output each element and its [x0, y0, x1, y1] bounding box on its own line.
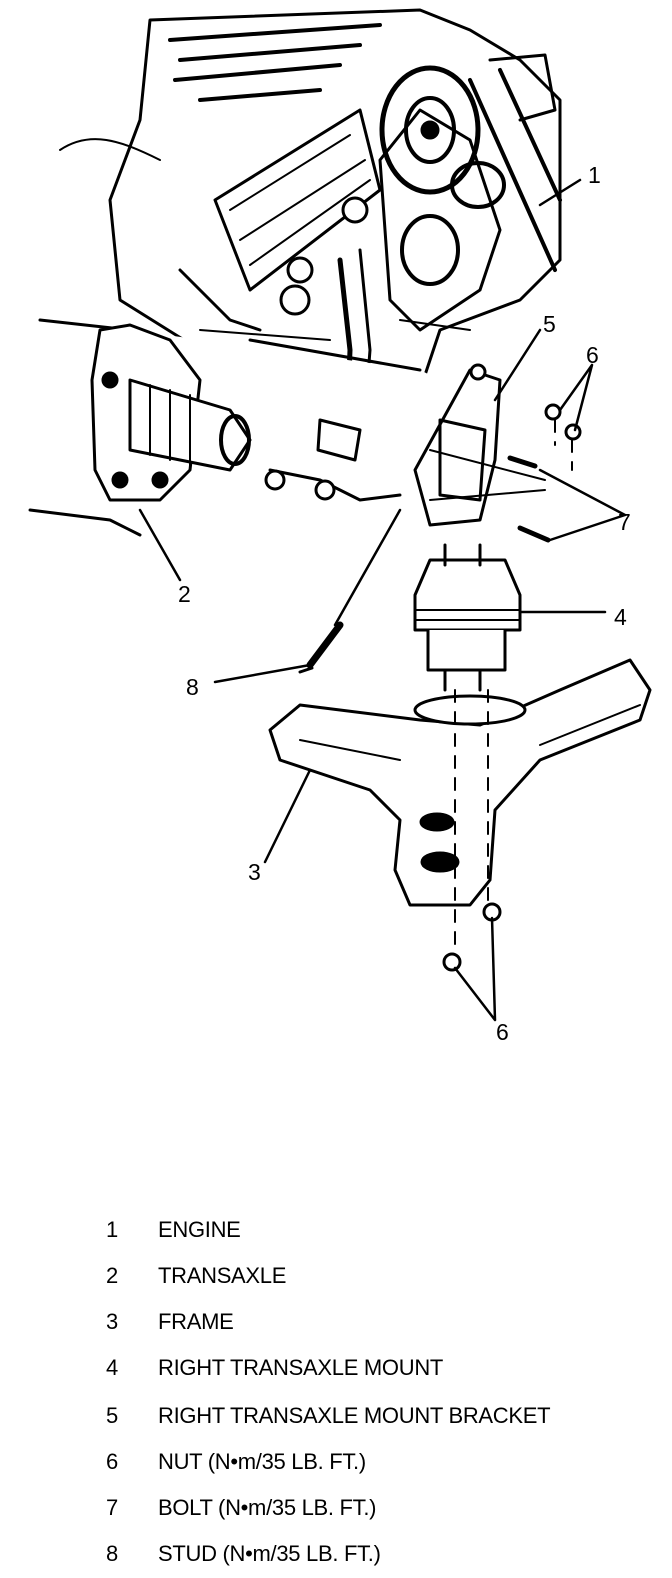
legend-number: 3: [106, 1309, 119, 1334]
legend-item: 4 RIGHT TRANSAXLE MOUNT: [0, 1353, 672, 1383]
frame-drawing: [268, 658, 652, 907]
legend-number: 2: [106, 1263, 119, 1288]
callout-nut-top: 6: [586, 342, 599, 368]
bolt-icon: [507, 455, 538, 469]
legend-label: FRAME: [158, 1309, 234, 1334]
legend-item: 7 BOLT (N•m/35 LB. FT.): [0, 1493, 672, 1523]
legend-label: ENGINE: [158, 1217, 241, 1242]
callout-bracket: 5: [543, 311, 556, 337]
nut-icon: [544, 403, 562, 421]
legend-item: 6 NUT (N•m/35 LB. FT.): [0, 1447, 672, 1477]
legend-number: 4: [106, 1355, 119, 1380]
legend-item: 2 TRANSAXLE: [0, 1261, 672, 1291]
alignment-guides: [454, 419, 573, 951]
nut-icon: [564, 423, 582, 441]
callout-mount: 4: [614, 604, 627, 630]
legend-label: STUD (N•m/35 LB. FT.): [158, 1541, 381, 1566]
legend-number: 6: [106, 1449, 119, 1474]
exploded-view-illustration: 1 5 6 7 4 2 8 3 6: [28, 8, 652, 1045]
leader-lines: [138, 178, 627, 1022]
legend-item: 8 STUD (N•m/35 LB. FT.): [0, 1539, 672, 1569]
mount-bracket-drawing: [413, 363, 546, 527]
legend-number: 7: [106, 1495, 119, 1520]
nut-icon: [442, 952, 462, 972]
stud-icon: [306, 621, 344, 669]
legend-label: RIGHT TRANSAXLE MOUNT BRACKET: [158, 1403, 551, 1428]
callout-engine: 1: [588, 162, 601, 188]
engine-drawing: [59, 8, 562, 513]
callout-nut-bottom: 6: [496, 1019, 509, 1045]
callout-bolt: 7: [618, 509, 631, 535]
legend-label: TRANSAXLE: [158, 1263, 287, 1288]
legend-label: BOLT (N•m/35 LB. FT.): [158, 1495, 377, 1520]
bolt-icon: [517, 525, 551, 543]
legend-label: NUT (N•m/35 LB. FT.): [158, 1449, 366, 1474]
transaxle-drawing: [28, 318, 460, 537]
callout-transaxle: 2: [178, 581, 191, 607]
legend-item: 1 ENGINE: [0, 1215, 672, 1245]
legend-item: 5 RIGHT TRANSAXLE MOUNT BRACKET: [0, 1401, 672, 1431]
legend-label: RIGHT TRANSAXLE MOUNT: [158, 1355, 444, 1380]
legend-number: 5: [106, 1403, 119, 1428]
callout-stud: 8: [186, 674, 199, 700]
legend-item: 3 FRAME: [0, 1307, 672, 1337]
callout-frame: 3: [248, 859, 261, 885]
fasteners: [298, 403, 582, 972]
transaxle-mount-drawing: [413, 543, 522, 692]
legend-number: 8: [106, 1541, 119, 1566]
legend-number: 1: [106, 1217, 119, 1242]
